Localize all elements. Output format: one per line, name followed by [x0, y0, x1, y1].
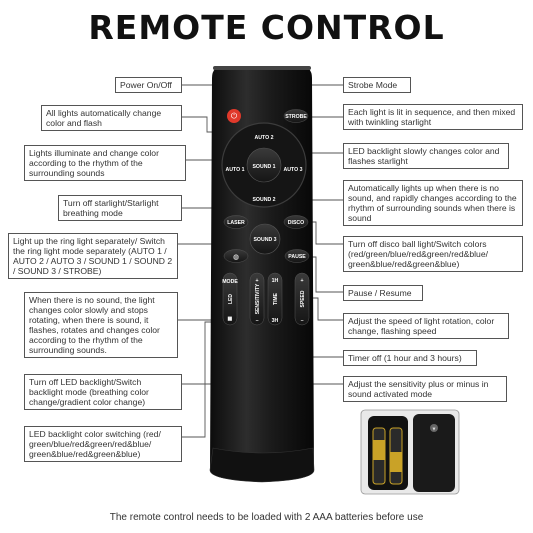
- speed-plus-button[interactable]: +: [300, 278, 303, 284]
- time-label: TIME: [273, 292, 279, 305]
- ring-light-icon: ◍: [233, 254, 239, 261]
- sensitivity-label: SENSITIVITY: [255, 283, 261, 314]
- label-sensitivity: Adjust the sensitivity plus or minus in …: [343, 376, 507, 402]
- label-disco: Turn off disco ball light/Switch colors …: [343, 236, 523, 272]
- strobe-button[interactable]: [283, 109, 309, 123]
- mode-button[interactable]: MODE: [222, 279, 238, 285]
- label-auto-flash: All lights automatically change color an…: [41, 105, 182, 131]
- auto1-button[interactable]: AUTO 1: [226, 167, 245, 173]
- sound2-button[interactable]: SOUND 2: [252, 197, 275, 203]
- label-pause: Pause / Resume: [343, 285, 423, 301]
- label-timer: Timer off (1 hour and 3 hours): [343, 350, 477, 366]
- pause-button[interactable]: [284, 249, 310, 263]
- speed-label: SPEED: [300, 290, 306, 307]
- speed-column[interactable]: [294, 272, 310, 326]
- auto2-button[interactable]: AUTO 2: [255, 135, 274, 141]
- led-color-icon[interactable]: ▦: [228, 316, 233, 322]
- label-speed: Adjust the speed of light rotation, colo…: [343, 313, 509, 339]
- label-sound-rhythm: Lights illuminate and change color accor…: [24, 145, 186, 181]
- time-column[interactable]: [267, 272, 283, 326]
- led-column[interactable]: [222, 272, 238, 326]
- label-ring-light: Light up the ring light separately/ Swit…: [8, 233, 178, 279]
- timer-1h-button[interactable]: 1H: [272, 278, 279, 284]
- label-auto2: Each light is lit in sequence, and then …: [343, 104, 523, 130]
- sensitivity-column[interactable]: [249, 272, 265, 326]
- power-icon: ⏻: [231, 112, 238, 121]
- disco-button-label: DISCO: [288, 220, 304, 226]
- battery-note: The remote control needs to be loaded wi…: [109, 512, 424, 523]
- label-mode: When there is no sound, the light change…: [24, 292, 178, 358]
- svg-text:▼: ▼: [432, 427, 437, 433]
- power-button[interactable]: [227, 109, 241, 123]
- sensitivity-minus-button[interactable]: −: [255, 318, 258, 324]
- pause-button-label: PAUSE: [288, 254, 306, 260]
- speed-minus-button[interactable]: −: [300, 318, 303, 324]
- sensitivity-plus-button[interactable]: +: [255, 278, 258, 284]
- label-led-backlight: Turn off LED backlight/Switch backlight …: [24, 374, 182, 410]
- label-led-color: LED backlight color switching (red/ gree…: [24, 426, 182, 462]
- sound3-label: SOUND 3: [253, 237, 276, 243]
- disco-button[interactable]: [283, 215, 309, 229]
- sound1-label: SOUND 1: [252, 164, 275, 170]
- auto3-button[interactable]: AUTO 3: [284, 167, 303, 173]
- sound1-button[interactable]: [246, 147, 282, 183]
- sound3-button[interactable]: [249, 223, 281, 255]
- laser-button[interactable]: [223, 215, 249, 229]
- label-starlight: Turn off starlight/Starlight breathing m…: [58, 195, 182, 221]
- page-title: REMOTE CONTROL: [88, 8, 445, 47]
- ring-light-button[interactable]: [223, 249, 249, 263]
- led-label: LED: [228, 294, 234, 304]
- label-power: Power On/Off: [115, 77, 182, 93]
- timer-3h-button[interactable]: 3H: [272, 318, 279, 324]
- label-auto3: LED backlight slowly changes color and f…: [343, 143, 509, 169]
- label-strobe: Strobe Mode: [343, 77, 411, 93]
- battery-compartment-image: ▼: [360, 409, 460, 495]
- laser-button-label: LASER: [227, 220, 245, 226]
- label-sound2: Automatically lights up when there is no…: [343, 180, 523, 226]
- strobe-button-label: STROBE: [285, 114, 307, 120]
